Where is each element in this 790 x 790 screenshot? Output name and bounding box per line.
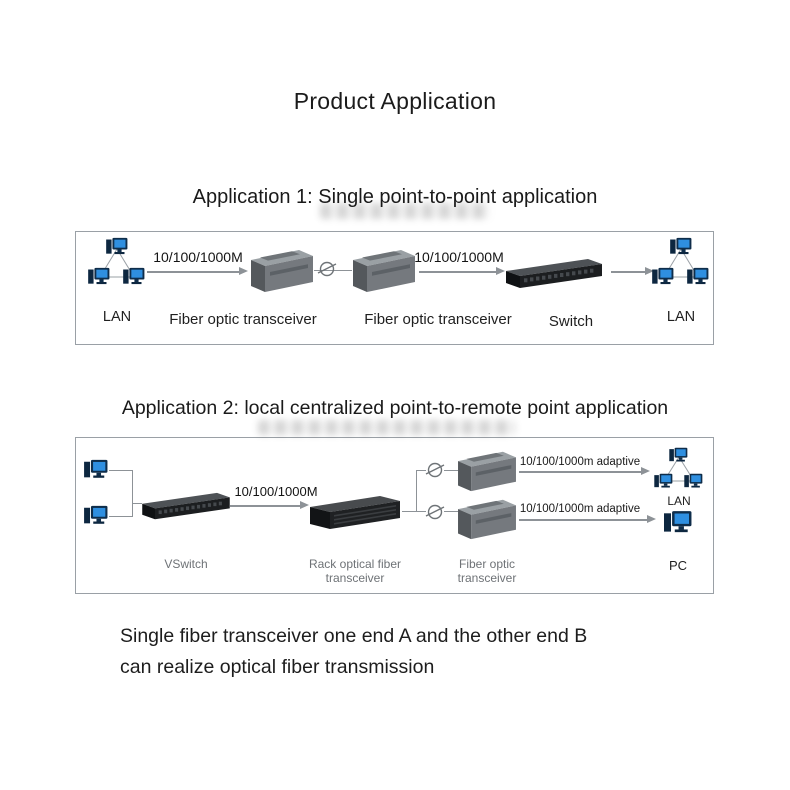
watermark-blur-2: [258, 420, 515, 435]
computer-icon: [88, 267, 110, 287]
app2-link-top-label: 10/100/1000m adaptive: [519, 456, 641, 468]
fiber-coil-icon: [425, 502, 445, 522]
computer-icon: [684, 473, 703, 490]
computer-icon: [664, 510, 692, 536]
computer-icon: [123, 267, 145, 287]
computer-icon: [84, 459, 108, 481]
fiber-line: [416, 511, 426, 513]
page-title: Product Application: [293, 88, 497, 114]
vswitch-icon: [140, 491, 232, 522]
fiber-line: [444, 470, 458, 472]
computer-icon: [670, 237, 692, 257]
arrow-right-icon: [230, 501, 309, 509]
app1-lan-right-label: LAN: [666, 309, 696, 325]
footer-note: Single fiber transceiver one end A and t…: [120, 621, 587, 683]
app1-link1-label: 10/100/1000M: [153, 249, 243, 265]
app2-heading: Application 2: local centralized point-t…: [121, 397, 669, 419]
app2-link1-label: 10/100/1000M: [234, 484, 318, 499]
fiber-coil-icon: [425, 460, 445, 480]
app1-transceiver2-caption: Fiber optic transceiver: [364, 311, 512, 328]
fiber-coil-icon: [317, 259, 337, 279]
computer-icon: [84, 505, 108, 527]
app2-link-bottom-label: 10/100/1000m adaptive: [519, 503, 641, 515]
fiber-transceiver-icon: [352, 247, 416, 293]
footer-note-line1: Single fiber transceiver one end A and t…: [120, 625, 588, 647]
footer-note-line2: can realize optical fiber transmission: [120, 656, 435, 678]
watermark-blur-1: [320, 203, 490, 219]
app1-link2-label: 10/100/1000M: [414, 249, 504, 265]
app2-lan-cluster: [654, 447, 704, 493]
app1-lan-left-label: LAN: [102, 309, 132, 325]
computer-icon: [669, 447, 688, 464]
fiber-line: [416, 470, 426, 472]
app2-pc-label: PC: [668, 558, 688, 573]
arrow-right-icon: [519, 515, 656, 523]
computer-icon: [687, 267, 709, 287]
app2-rack-caption-line1: Rack optical fiber: [308, 557, 402, 571]
app2-fiber-caption-line2: transceiver: [457, 571, 517, 585]
arrow-right-icon: [419, 267, 505, 275]
fiber-line: [416, 470, 418, 512]
app1-diagram-panel: [75, 231, 714, 345]
app1-transceiver1-caption: Fiber optic transceiver: [169, 311, 317, 328]
app2-rack-caption: Rack optical fiber transceiver: [294, 557, 416, 585]
app2-fiber-caption-line1: Fiber optic: [458, 557, 516, 571]
computer-icon: [652, 267, 674, 287]
lan-line: [109, 470, 133, 472]
fiber-transceiver-icon: [457, 497, 517, 540]
app2-vswitch-caption: VSwitch: [164, 557, 208, 571]
lan-line: [132, 503, 142, 505]
fiber-transceiver-icon: [457, 449, 517, 492]
app1-heading: Application 1: Single point-to-point app…: [192, 186, 598, 208]
fiber-transceiver-icon: [250, 247, 314, 293]
fiber-line: [444, 511, 458, 513]
lan-line: [132, 470, 134, 517]
app1-lan-cluster-right: [652, 237, 710, 291]
app2-rack-caption-line2: transceiver: [325, 571, 385, 585]
arrow-right-icon: [147, 267, 248, 275]
app2-lan-label: LAN: [667, 494, 691, 508]
arrow-right-icon: [611, 267, 654, 275]
app1-lan-cluster-left: [88, 237, 146, 291]
lan-line: [109, 516, 133, 518]
ethernet-switch-icon: [504, 257, 604, 291]
computer-icon: [106, 237, 128, 257]
computer-icon: [654, 473, 673, 490]
app1-switch-caption: Switch: [548, 313, 594, 330]
rack-transceiver-icon: [308, 491, 402, 531]
arrow-right-icon: [519, 467, 650, 475]
fiber-line: [402, 511, 417, 513]
app2-fiber-caption: Fiber optic transceiver: [436, 557, 538, 585]
